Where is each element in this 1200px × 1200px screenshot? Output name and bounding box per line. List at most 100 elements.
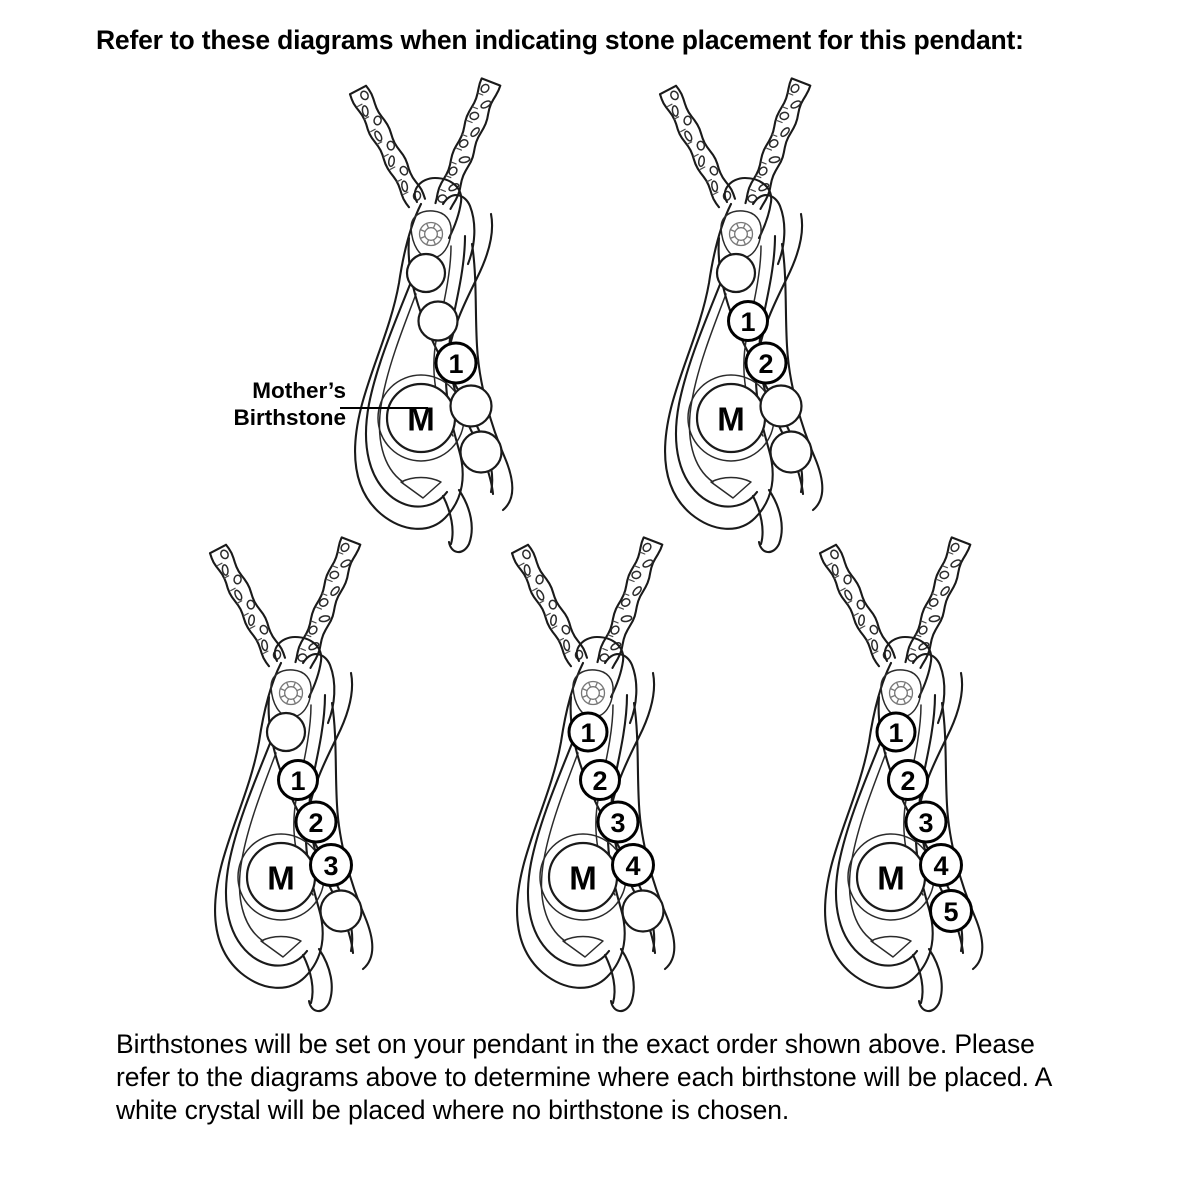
chain-nick [639, 551, 646, 555]
pendant-notch [710, 476, 752, 499]
chain-nick [461, 133, 468, 137]
chain-link [831, 564, 839, 576]
accent-gem-facet [902, 682, 906, 688]
chain-link [790, 100, 802, 109]
chain-link [684, 130, 693, 142]
stone-socket-empty [715, 252, 757, 294]
chain-link [631, 570, 642, 580]
accent-gem-icon [580, 680, 606, 706]
chain-link [386, 140, 396, 151]
accent-gem-facet [286, 698, 290, 704]
chain-link [234, 589, 243, 601]
chain-nick [776, 120, 783, 124]
pendant-tail-2 [447, 488, 473, 554]
chain-link [233, 574, 242, 585]
accent-gem-facet [436, 235, 442, 239]
pendant-inner-swirl [526, 739, 611, 967]
chain-link [670, 90, 679, 101]
pendant-outline [824, 661, 964, 989]
pendant-notch [400, 476, 442, 499]
chain-nick [827, 562, 833, 567]
chain-link [401, 180, 409, 193]
chain-nick [760, 161, 767, 165]
chain-link [297, 653, 308, 662]
pendant-bail [575, 635, 625, 699]
chain-link [758, 183, 770, 192]
accent-gem-facet [296, 694, 302, 698]
accent-gem-facet [436, 229, 442, 233]
accent-gem-facet [292, 698, 296, 704]
accent-gem-facet [280, 694, 286, 698]
pendant-notch [562, 935, 604, 958]
chain-nick [942, 565, 948, 569]
pendant-bail [273, 635, 323, 699]
chain-link [844, 589, 853, 601]
mother-stone-label: M [877, 860, 905, 897]
chain-nick [699, 166, 706, 170]
chain-nick [230, 587, 236, 592]
chain-link [610, 625, 620, 635]
chain-link [360, 90, 369, 101]
chain-link [856, 599, 866, 610]
footer-note: Birthstones will be set on your pendant … [116, 1029, 1051, 1125]
chain-link [563, 639, 571, 652]
accent-gem-facet [286, 682, 290, 688]
chain-link [329, 570, 340, 580]
stone-number-label: 1 [290, 766, 305, 796]
chain-nick [310, 620, 317, 624]
necklace-chain [818, 536, 972, 669]
chain-edge [596, 536, 645, 664]
accent-gem-facet [890, 688, 896, 692]
chain-link [458, 139, 469, 148]
pendant-outline [354, 202, 494, 530]
accent-gem-facet [594, 682, 598, 688]
stone-socket-numbered [434, 341, 478, 385]
chain-link [950, 559, 962, 568]
pendant-tail [301, 953, 314, 1005]
pendant-inner-swirl [364, 280, 449, 508]
chain-edge [224, 543, 287, 659]
stone-number-label: 1 [740, 307, 755, 337]
chain-cap [348, 84, 368, 96]
stone-socket-empty [621, 889, 665, 933]
stone-number-label: 4 [933, 851, 948, 881]
accent-gem-facet [896, 698, 900, 704]
chain-edge [834, 543, 897, 659]
chain-nick [920, 620, 927, 624]
chain-nick [321, 592, 328, 596]
stone-socket-numbered [579, 759, 621, 801]
chain-cap [951, 536, 971, 546]
bail-panel [572, 669, 614, 718]
chain-link [918, 642, 930, 651]
accent-gem-facet [906, 688, 912, 692]
chain-link [780, 127, 790, 138]
chain-nick [926, 606, 932, 610]
pendant-notch [870, 935, 912, 958]
chain-nick [833, 575, 840, 579]
chain-nick [853, 612, 859, 617]
chain-link [220, 549, 229, 560]
chain-link [610, 642, 622, 651]
chain-nick [872, 650, 879, 654]
chain-link [620, 598, 631, 607]
accent-gem-facet [746, 229, 752, 233]
chain-link [683, 115, 692, 126]
accent-gem-facet [588, 682, 592, 688]
chain-nick [846, 600, 853, 604]
stone-socket-numbered [904, 800, 948, 844]
necklace-chain [658, 77, 812, 210]
chain-link [399, 165, 409, 176]
chain-edge [348, 93, 411, 209]
pendant-outline [664, 202, 804, 530]
accent-gem-facet [730, 235, 736, 239]
chain-edge [919, 543, 972, 669]
stone-socket-empty [769, 430, 813, 474]
chain-nick [558, 637, 564, 642]
pendant-drawing: M1 [348, 77, 514, 554]
chain-nick [337, 551, 344, 555]
